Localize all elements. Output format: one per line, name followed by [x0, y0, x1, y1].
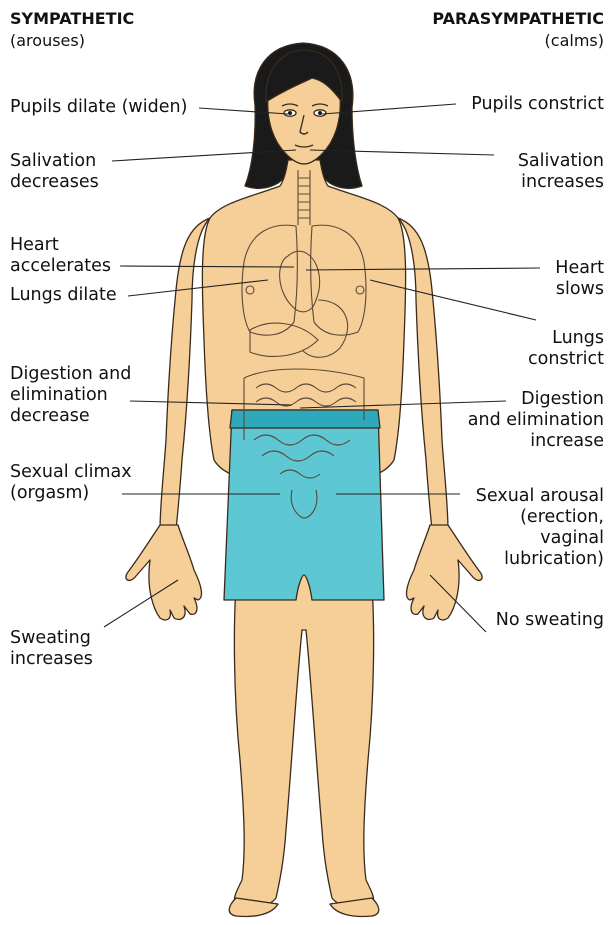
sympathetic-title: SYMPATHETIC: [10, 8, 134, 29]
label-salivation-decreases: Salivation decreases: [10, 151, 99, 193]
label-pupils-constrict: Pupils constrict: [471, 94, 604, 115]
label-heart-slows: Heart slows: [555, 258, 604, 300]
shorts-waistband: [230, 410, 380, 428]
label-digestion-decrease: Digestion and elimination decrease: [10, 364, 131, 427]
label-salivation-increases: Salivation increases: [518, 151, 604, 193]
parasympathetic-title: PARASYMPATHETIC: [432, 8, 604, 29]
right-hand: [407, 525, 483, 620]
label-lungs-constrict: Lungs constrict: [528, 328, 604, 370]
label-digestion-increase: Digestion and elimination increase: [468, 389, 604, 452]
label-sexual-arousal: Sexual arousal (erection, vaginal lubric…: [476, 486, 604, 570]
label-pupils-dilate: Pupils dilate (widen): [10, 97, 187, 118]
label-sweating-increases: Sweating increases: [10, 628, 93, 670]
sympathetic-subtitle: (arouses): [10, 30, 85, 51]
label-sexual-climax: Sexual climax (orgasm): [10, 462, 132, 504]
label-heart-accelerates: Heart accelerates: [10, 235, 111, 277]
legs: [234, 560, 373, 908]
label-no-sweating: No sweating: [496, 610, 604, 631]
label-lungs-dilate: Lungs dilate: [10, 285, 117, 306]
parasympathetic-subtitle: (calms): [545, 30, 604, 51]
